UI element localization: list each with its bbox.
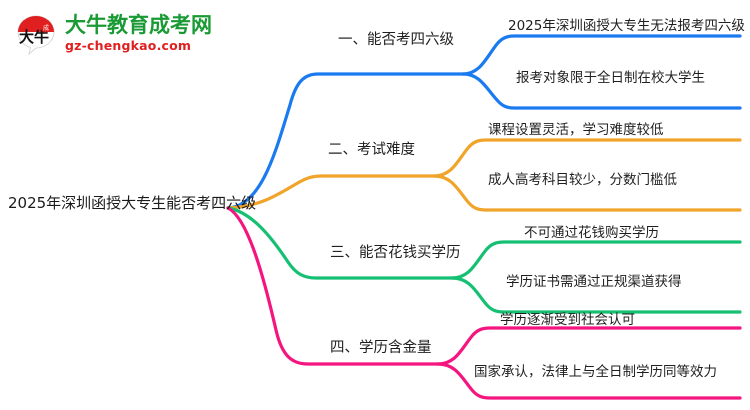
svg-text:大牛: 大牛 xyxy=(19,28,49,46)
logo-name-en: gz-chengkao.com xyxy=(65,38,192,54)
mindmap-root-node[interactable]: 2025年深圳函授大专生能否考四六级 xyxy=(8,194,257,212)
mindmap-branch-4[interactable]: 四、学历含金量 xyxy=(330,340,432,356)
mindmap-leaf-4-2[interactable]: 国家承认，法律上与全日制学历同等效力 xyxy=(474,364,717,380)
mindmap-leaf-3-2[interactable]: 学历证书需通过正规渠道获得 xyxy=(506,274,682,290)
mindmap-branch-1[interactable]: 一、能否考四六级 xyxy=(338,32,454,48)
mindmap-leaf-1-2[interactable]: 报考对象限于全日制在校大学生 xyxy=(516,70,705,86)
logo-name-cn: 大牛教育成考网 xyxy=(65,13,212,38)
site-logo: 大牛 成 大牛教育成考网 gz-chengkao.com xyxy=(14,8,212,60)
connector-branch-3 xyxy=(226,206,742,314)
logo-mark-icon: 大牛 成 xyxy=(14,12,58,56)
mindmap-branch-3[interactable]: 三、能否花钱买学历 xyxy=(330,245,461,261)
mindmap-leaf-1-1[interactable]: 2025年深圳函授大专生无法报考四六级 xyxy=(508,18,745,34)
svg-text:成: 成 xyxy=(43,24,49,32)
mindmap-leaf-3-1[interactable]: 不可通过花钱购买学历 xyxy=(524,225,659,241)
mindmap-branch-2[interactable]: 二、考试难度 xyxy=(328,142,415,158)
mindmap-leaf-2-1[interactable]: 课程设置灵活，学习难度较低 xyxy=(488,122,664,138)
mindmap-leaf-4-1[interactable]: 学历逐渐受到社会认可 xyxy=(500,312,635,328)
mindmap-leaf-2-2[interactable]: 成人高考科目较少，分数门槛低 xyxy=(488,172,677,188)
